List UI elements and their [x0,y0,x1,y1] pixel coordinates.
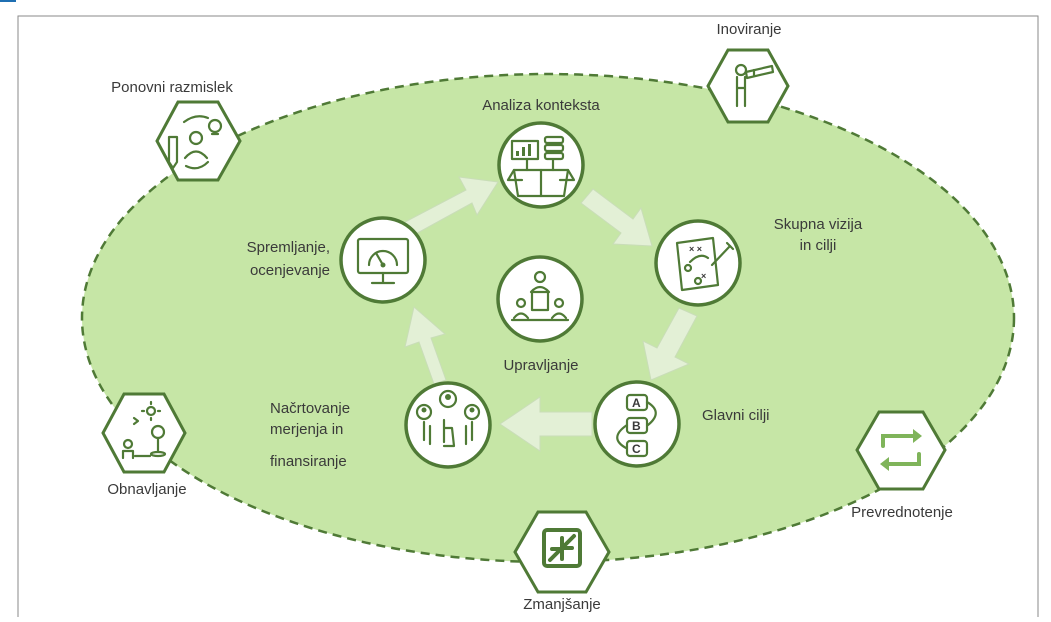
analysis-label: Analiza konteksta [482,97,600,114]
arrow-planning-to-monitoring [404,306,447,385]
vision-label-line1: Skupna vizija [774,216,863,233]
svg-text:C: C [632,442,641,456]
network-hand-icon [415,389,481,448]
innovate-hex [706,48,790,124]
svg-text:× ×: × × [689,244,702,254]
rethink-label: Ponovni razmislek [111,79,233,96]
vision-node: × × × [654,219,742,307]
regenerate-hex [101,392,187,474]
reduce-hex [513,510,611,594]
monitoring-label-line2: ocenjevanje [250,262,330,279]
revalue-hex [855,410,947,491]
strategy-board-icon: × × × [675,236,735,292]
telescope-person-icon [734,63,775,108]
arrow-monitoring-to-analysis [404,176,499,237]
vision-circle [654,219,742,307]
planning-label-line1: Načrtovanje [270,400,350,417]
arrow-vision-to-goals [642,307,698,381]
main-goals-label: Glavni cilji [702,407,770,424]
planning-label-line2: merjenja in [270,421,343,438]
planning-node [404,381,492,469]
monitor-gauge-icon [356,237,410,285]
loop-arrows-icon [880,429,922,471]
sun-tree-icon [121,400,167,460]
arrow-analysis-to-vision [580,188,653,247]
monitoring-node [339,216,427,304]
planning-label-line3: finansiranje [270,453,347,470]
regenerate-label: Obnavljanje [107,481,186,498]
analysis-icon [506,135,576,198]
shrink-arrows-icon [542,528,582,568]
frame-border [17,15,1039,617]
planning-circle [404,381,492,469]
svg-text:A: A [632,396,641,410]
governance-circle [496,255,584,343]
vision-label-line2: in cilji [800,237,837,254]
monitoring-circle [339,216,427,304]
innovate-label: Inoviranje [716,21,781,38]
revalue-label: Prevrednotenje [851,504,953,521]
monitoring-label-line1: Spremljanje, [247,239,330,256]
analysis-node [497,121,585,209]
abc-icon: A B C [616,393,657,458]
svg-text:×: × [701,271,706,281]
main-goals-circle [593,380,681,468]
rethink-icon [167,115,223,170]
main-goals-node: A B C [593,380,681,468]
arrow-goals-to-planning [499,396,593,452]
svg-text:B: B [632,419,641,433]
governance-label: Upravljanje [503,357,578,374]
rethink-hex [155,100,242,182]
governance-node [496,255,584,343]
podium-icon [510,270,570,322]
revalue-hexagon [855,410,947,491]
reduce-label: Zmanjšanje [523,596,601,613]
